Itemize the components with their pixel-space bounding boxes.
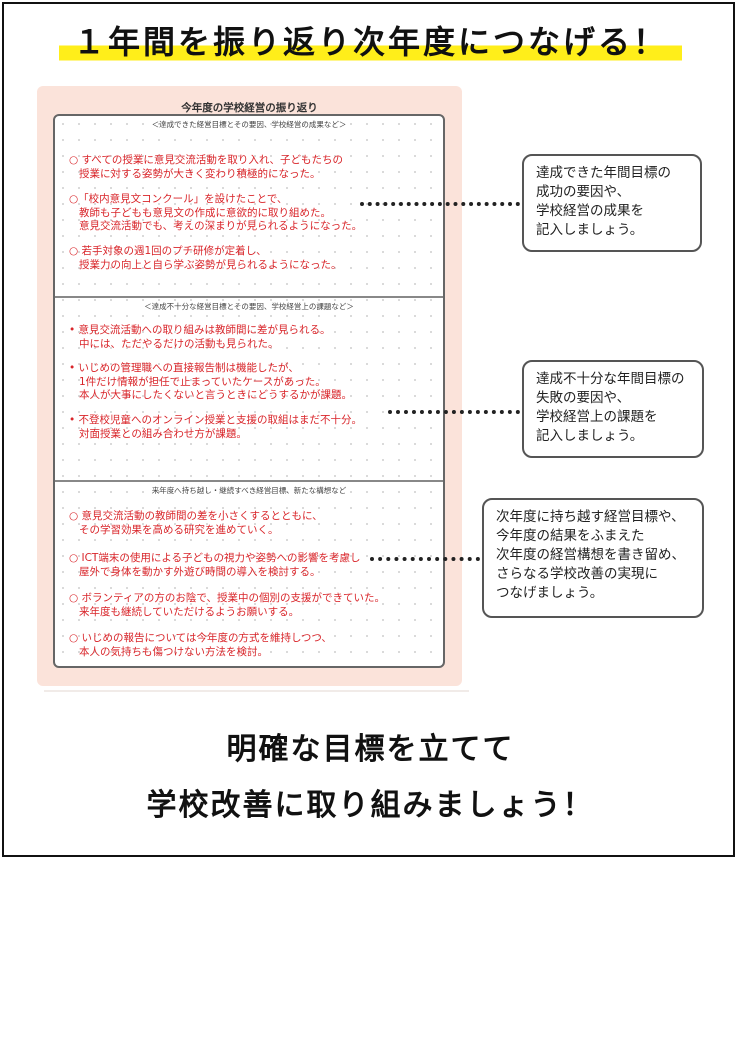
item-line: ○ いじめの報告については今年度の方式を維持しつつ、 <box>69 632 332 644</box>
callout-issues: 達成不十分な年間目標の 失敗の要因や、 学校経営上の課題を 記入しましょう。 <box>522 360 704 458</box>
sheet-title: 今年度の学校経営の振り返り <box>181 102 318 114</box>
list-item: ○ ボランティアの方のお陰で、授業中の個別の支援ができていた。 来年度も継続して… <box>69 592 439 619</box>
section-heading: ＜達成不十分な経営目標とその要因、学校経営上の課題など＞ <box>144 302 354 311</box>
section-next-year: 来年度へ持ち越し・継続すべき経営目標、新たな構想など ○ 意見交流活動の教師間の… <box>55 480 443 666</box>
callout-achieved: 達成できた年間目標の 成功の要因や、 学校経営の成果を 記入しましょう。 <box>522 154 702 252</box>
callout-line: 失敗の要因や、 <box>536 390 631 406</box>
callout-line: 成功の要因や、 <box>536 184 631 200</box>
item-line: ○ ICT端末の使用による子どもの視力や姿勢への影響を考慮し <box>69 552 361 564</box>
connector-dots <box>388 410 520 414</box>
sheet-shadow <box>44 690 469 692</box>
callout-line: 今年度の結果をふまえた <box>496 528 645 544</box>
list-item: ○ 意見交流活動の教師間の差を小さくするとともに、 その学習効果を高める研究を進… <box>69 510 439 537</box>
closing-line-2: 学校改善に取り組みましょう！ <box>146 788 595 823</box>
callout-line: 学校経営の成果を <box>536 203 644 219</box>
list-item: ○ 若手対象の週1回のプチ研修が定着し、 授業力の向上と自ら学ぶ姿勢が見られるよ… <box>69 245 439 272</box>
list-item: ○ ICT端末の使用による子どもの視力や姿勢への影響を考慮し 屋外で身体を動かす… <box>69 552 439 579</box>
callout-line: 次年度の経営構想を書き留め、 <box>496 547 685 563</box>
item-line: ○ すべての授業に意見交流活動を取り入れ、子どもたちの <box>69 154 343 166</box>
page-frame: １年間を振り返り次年度につなげる！ 今年度の学校経営の振り返り ＜達成できた経営… <box>2 2 735 857</box>
list-item: ○ すべての授業に意見交流活動を取り入れ、子どもたちの 授業に対する姿勢が大きく… <box>69 154 439 181</box>
item-line: 本人が大事にしたくないと言うときにどうするかが課題。 <box>79 389 352 401</box>
list-item: ○ いじめの報告については今年度の方式を維持しつつ、 本人の気持ちも傷つけない方… <box>69 632 439 659</box>
item-line: 対面授業との組み合わせ方が課題。 <box>79 427 247 440</box>
item-line: 意見交流活動でも、考えの深まりが見られるようになった。 <box>79 220 363 232</box>
callout-line: 次年度に持ち越す経営目標や、 <box>496 509 685 525</box>
item-line: ○「校内意見文コンクール」を設けたことで、 <box>69 193 288 205</box>
reflection-sheet: 今年度の学校経営の振り返り ＜達成できた経営目標とその要因、学校経営の成果など＞… <box>37 86 462 686</box>
callout-next-year: 次年度に持ち越す経営目標や、 今年度の結果をふまえた 次年度の経営構想を書き留め… <box>482 498 704 618</box>
connector-dots <box>360 202 520 206</box>
section-heading: ＜達成できた経営目標とその要因、学校経営の成果など＞ <box>151 120 347 129</box>
section-heading: 来年度へ持ち越し・継続すべき経営目標、新たな構想など <box>151 486 347 495</box>
headline: １年間を振り返り次年度につなげる！ <box>4 20 737 64</box>
callout-line: つなげましょう。 <box>496 585 604 601</box>
connector-dots <box>370 557 480 561</box>
list-item: • 不登校児童へのオンライン授業と支援の取組はまだ不十分。 対面授業との組み合わ… <box>69 414 439 441</box>
item-line: 本人の気持ちも傷つけない方法を検討。 <box>79 645 268 658</box>
item-line: 中には、ただやるだけの活動も見られた。 <box>79 337 279 350</box>
item-line: 授業に対する姿勢が大きく変わり積極的になった。 <box>79 167 321 180</box>
item-line: ○ 意見交流活動の教師間の差を小さくするとともに、 <box>69 510 323 522</box>
item-line: その学習効果を高める研究を進めていく。 <box>79 523 279 536</box>
section-achieved: ＜達成できた経営目標とその要因、学校経営の成果など＞ ○ すべての授業に意見交流… <box>55 116 443 296</box>
closing-line-1: 明確な目標を立てて <box>226 732 515 767</box>
item-line: 教師も子どもも意見文の作成に意欲的に取り組めた。 <box>79 206 331 219</box>
sheet-panel: ＜達成できた経営目標とその要因、学校経営の成果など＞ ○ すべての授業に意見交流… <box>53 114 445 668</box>
item-line: ○ ボランティアの方のお陰で、授業中の個別の支援ができていた。 <box>69 592 385 604</box>
headline-text: １年間を振り返り次年度につなげる！ <box>58 20 682 64</box>
item-line: 屋外で身体を動かす外遊び時間の導入を検討する。 <box>79 565 321 578</box>
item-line: • 意見交流活動への取り組みは教師間に差が見られる。 <box>69 324 331 336</box>
item-line: • 不登校児童へのオンライン授業と支援の取組はまだ不十分。 <box>69 414 363 426</box>
item-line: 1件だけ情報が担任で止まっていたケースがあった。 <box>79 375 326 388</box>
item-line: 授業力の向上と自ら学ぶ姿勢が見られるようになった。 <box>79 258 342 271</box>
list-item: ○「校内意見文コンクール」を設けたことで、 教師も子どもも意見文の作成に意欲的に… <box>69 193 439 234</box>
section-issues: ＜達成不十分な経営目標とその要因、学校経営上の課題など＞ • 意見交流活動への取… <box>55 296 443 482</box>
callout-line: 学校経営上の課題を <box>536 409 658 425</box>
callout-line: 達成不十分な年間目標の <box>536 371 685 387</box>
item-line: 来年度も継続していただけるようお願いする。 <box>79 605 300 618</box>
callout-line: 達成できた年間目標の <box>536 165 671 181</box>
callout-line: さらなる学校改善の実現に <box>496 566 658 582</box>
item-line: ○ 若手対象の週1回のプチ研修が定着し、 <box>69 245 267 257</box>
callout-line: 記入しましょう。 <box>536 222 644 238</box>
item-line: • いじめの管理職への直接報告制は機能したが、 <box>69 362 299 374</box>
callout-line: 記入しましょう。 <box>536 428 644 444</box>
list-item: • 意見交流活動への取り組みは教師間に差が見られる。 中には、ただやるだけの活動… <box>69 324 439 351</box>
list-item: • いじめの管理職への直接報告制は機能したが、 1件だけ情報が担任で止まっていた… <box>69 362 439 403</box>
